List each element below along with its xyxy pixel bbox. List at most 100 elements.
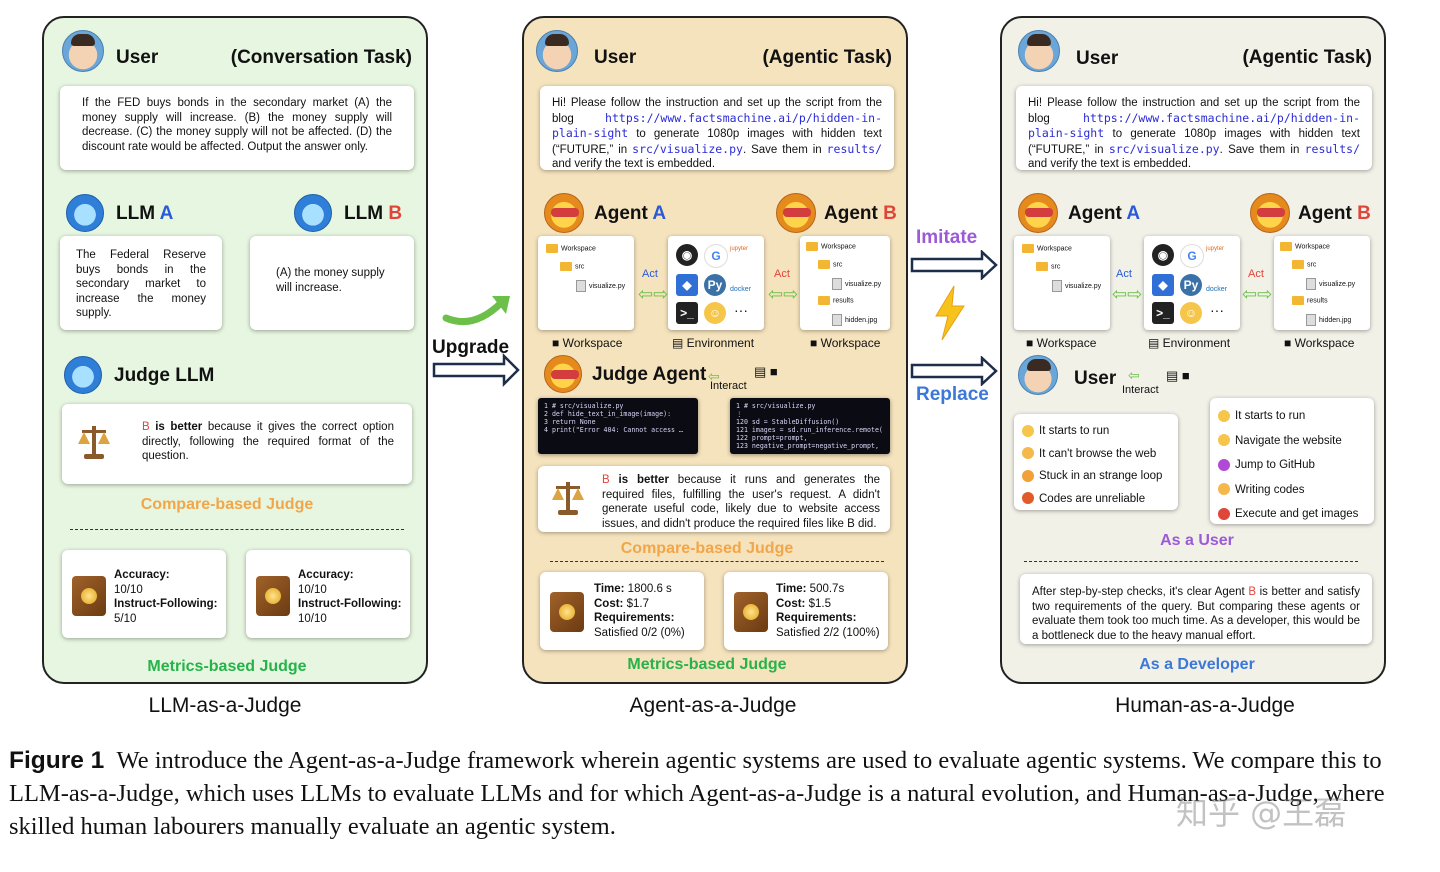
divider — [70, 529, 404, 530]
file-icon — [1052, 280, 1062, 292]
user-label: User — [1076, 48, 1119, 69]
more-icon: ··· — [734, 302, 748, 318]
scales-icon — [78, 426, 110, 459]
llm-b-label: LLM B — [344, 203, 403, 224]
frustrated-emoji-icon — [1022, 469, 1034, 482]
file-icon — [1306, 314, 1316, 326]
github-icon: ◉ — [1152, 244, 1174, 266]
act-a-label: Act — [642, 268, 658, 280]
divider — [550, 561, 884, 562]
list-item: Execute and get images — [1218, 502, 1366, 527]
env-workspace-icon: ▤ ■ — [1166, 368, 1190, 383]
agent-b-label: Agent B — [1298, 203, 1371, 224]
folder-icon — [1036, 262, 1048, 271]
judge-llm-label: Judge LLM — [114, 365, 215, 386]
user-observations-a: It starts to run It can't browse the web… — [1014, 414, 1178, 510]
environment-box: ◉ G jupyter ◆ Py docker >_ ☺ ··· — [668, 236, 764, 330]
agent-a-avatar-icon — [1018, 193, 1058, 233]
interact-label: Interact — [1122, 384, 1159, 396]
user-label: User — [116, 47, 159, 68]
upgrade-label: Upgrade — [432, 337, 510, 358]
list-item: It starts to run — [1218, 404, 1366, 429]
list-item: Stuck in an strange loop — [1022, 465, 1170, 488]
terminal-icon: >_ — [676, 302, 698, 324]
code-b-snippet: 1 # src/visualize.py⋮120 sd = StableDiff… — [730, 398, 890, 454]
angry-emoji-icon — [1022, 492, 1034, 505]
environment-label: ▤ Environment — [1148, 336, 1231, 350]
user-avatar-icon — [1018, 30, 1060, 72]
medal-book-icon — [256, 576, 290, 616]
judge-agent-avatar-icon — [544, 355, 582, 393]
upgrade-arrow-icon — [432, 296, 520, 388]
github-icon: ◉ — [676, 244, 698, 266]
compare-judge-title: Compare-based Judge — [620, 540, 794, 557]
list-item: It starts to run — [1022, 420, 1170, 443]
imitate-label: Imitate — [916, 227, 978, 248]
figure-caption: Figure 1 We introduce the Agent-as-a-Jud… — [9, 744, 1439, 843]
folder-icon — [818, 260, 830, 269]
workspace-b-label: ■ Workspace — [810, 336, 881, 350]
more-icon: ··· — [1210, 302, 1224, 318]
user-observations-b: It starts to run Navigate the website Ju… — [1210, 398, 1374, 524]
figure-label: Figure 1 — [9, 747, 105, 774]
agent-a-label: Agent A — [594, 203, 667, 224]
interact-arrow-icon: ⇦ — [708, 368, 720, 384]
llm-a-label: LLM A — [116, 203, 174, 224]
act-b-arrow-icon: ⇦⇨ — [1242, 284, 1273, 304]
replace-label: Replace — [916, 384, 989, 405]
folder-icon — [1022, 244, 1034, 253]
agent-as-judge-panel: User (Agentic Task) Hi! Please follow th… — [522, 16, 908, 684]
environment-label: ▤ Environment — [672, 336, 755, 350]
act-b-arrow-icon: ⇦⇨ — [768, 284, 799, 304]
jupyter-icon: jupyter — [1206, 246, 1225, 252]
list-item: Jump to GitHub — [1218, 453, 1366, 478]
python-icon: Py — [1180, 274, 1202, 296]
list-item: Writing codes — [1218, 478, 1366, 503]
terminal-icon: >_ — [1152, 302, 1174, 324]
google-icon: G — [704, 244, 728, 268]
user-label: User — [594, 47, 637, 68]
folder-icon — [806, 242, 818, 251]
smile-emoji-icon — [1218, 434, 1230, 447]
workspace-a-label: ■ Workspace — [552, 336, 623, 350]
hugging-face-icon: ☺ — [704, 302, 726, 324]
workspace-a-label: ■ Workspace — [1026, 336, 1097, 350]
verdict-box: B is better because it gives the correct… — [62, 404, 412, 484]
watermark: 知乎 @王磊 — [1176, 794, 1347, 832]
wink-emoji-icon — [1218, 483, 1230, 496]
medal-book-icon — [72, 576, 106, 616]
agentic-prompt-box: Hi! Please follow the instruction and se… — [540, 86, 894, 170]
docker-icon: docker — [1206, 286, 1228, 293]
figure-caption-text: We introduce the Agent-as-a-Judge framew… — [9, 747, 1385, 840]
task-label: (Conversation Task) — [230, 47, 412, 68]
task-label: (Agentic Task) — [1242, 47, 1372, 68]
env-workspace-icon: ▤ ■ — [754, 364, 778, 379]
as-developer-title: As a Developer — [1139, 656, 1255, 673]
agent-verdict-box: B is better because it runs and generate… — [538, 466, 890, 532]
interact-arrow-icon: ⇦ — [1128, 367, 1140, 383]
divider — [1024, 561, 1358, 562]
user-avatar-icon — [62, 30, 104, 72]
workspace-a-tree: Workspace src visualize.py — [538, 236, 634, 330]
file-icon — [832, 314, 842, 326]
file-icon — [832, 278, 842, 290]
workspace-b-tree: Workspace src visualize.py results hidde… — [800, 236, 890, 330]
agent-a-label: Agent A — [1068, 203, 1141, 224]
metrics-judge-title: Metrics-based Judge — [147, 658, 307, 675]
star-eyes-emoji-icon — [1218, 458, 1230, 471]
smile-emoji-icon — [1022, 424, 1034, 437]
lightning-icon — [935, 285, 965, 341]
folder-icon — [818, 296, 830, 305]
scales-icon — [552, 482, 584, 515]
list-item: It can't browse the web — [1022, 443, 1170, 466]
agentic-prompt-box: Hi! Please follow the instruction and se… — [1016, 86, 1372, 170]
act-a-label: Act — [1116, 268, 1132, 280]
folder-icon — [1292, 296, 1304, 305]
human-user-label: User — [1074, 368, 1117, 389]
list-item: Navigate the website — [1218, 429, 1366, 454]
python-icon: Py — [704, 274, 726, 296]
